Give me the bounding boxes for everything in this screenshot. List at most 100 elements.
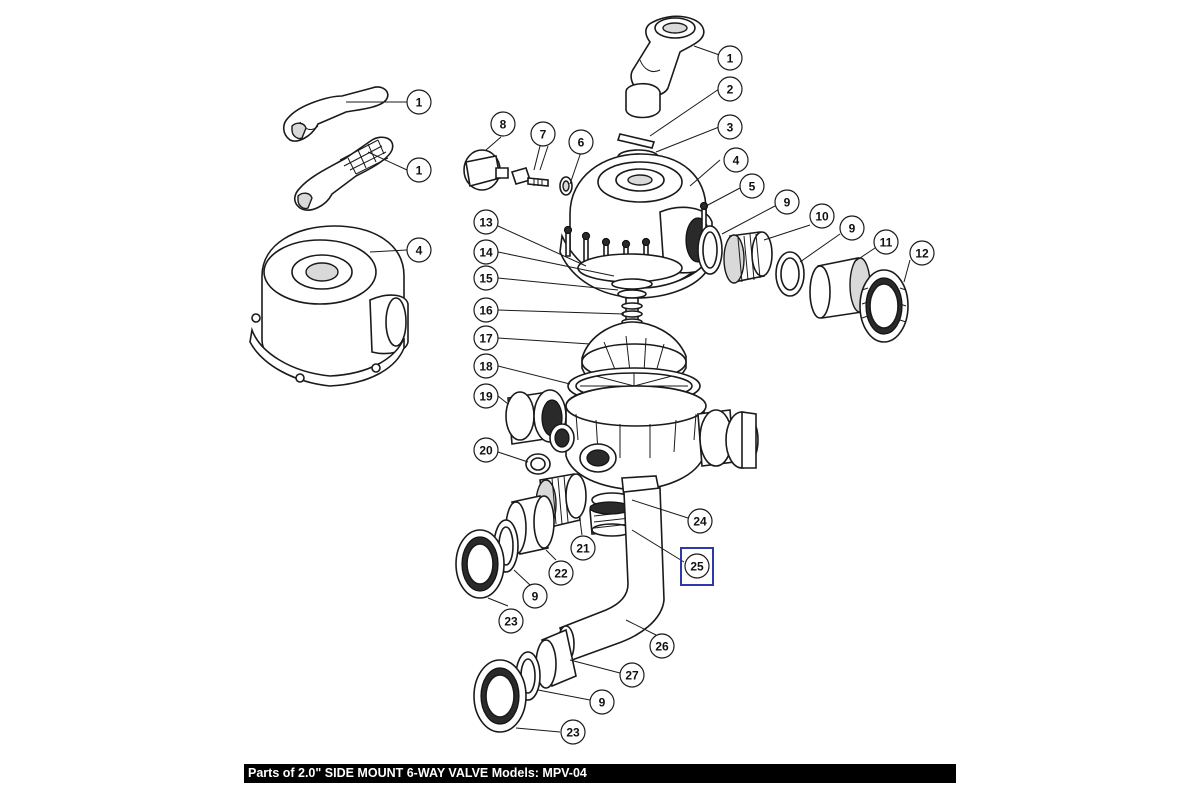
callout-c26: 26 — [649, 633, 675, 659]
callout-c1b: 1 — [406, 89, 432, 115]
callout-c25: 25 — [684, 553, 710, 579]
callout-number: 1 — [416, 164, 423, 178]
callout-c19: 19 — [473, 383, 499, 409]
callout-c24: 24 — [687, 508, 713, 534]
callout-c16: 16 — [473, 297, 499, 323]
callout-c4b: 4 — [406, 237, 432, 263]
callout-circle — [406, 237, 432, 263]
callout-number: 12 — [915, 247, 929, 261]
callout-c1c: 1 — [406, 157, 432, 183]
callout-labels: 1112344567899991011121314151617181920212… — [406, 45, 935, 745]
o-ring-part-6 — [559, 176, 573, 196]
callout-c13: 13 — [473, 209, 499, 235]
callout-number: 7 — [540, 128, 547, 142]
callout-number: 17 — [479, 332, 493, 346]
callout-c2: 2 — [717, 76, 743, 102]
callout-c9c: 9 — [522, 583, 548, 609]
callout-circle — [406, 89, 432, 115]
callout-c12: 12 — [909, 240, 935, 266]
callout-number: 22 — [554, 567, 568, 581]
callout-number: 9 — [599, 696, 606, 710]
callout-circle — [530, 121, 556, 147]
callout-number: 4 — [733, 154, 740, 168]
callout-c1a: 1 — [717, 45, 743, 71]
callout-number: 15 — [479, 272, 493, 286]
callout-circle — [473, 383, 499, 409]
callout-number: 27 — [625, 669, 639, 683]
callout-circle — [649, 633, 675, 659]
callout-circle — [839, 215, 865, 241]
handle-part-1-upper-left — [282, 86, 389, 142]
callout-number: 16 — [479, 304, 493, 318]
callout-number: 26 — [655, 640, 669, 654]
callout-circle — [873, 229, 899, 255]
pin-part-2 — [616, 133, 656, 149]
callout-number: 6 — [578, 136, 585, 150]
handle-part-1-lower-left — [293, 136, 394, 211]
o-ring-part-20 — [525, 453, 551, 475]
callout-number: 11 — [880, 236, 893, 250]
callout-c9d: 9 — [589, 689, 615, 715]
callout-c27: 27 — [619, 662, 645, 688]
callout-number: 23 — [566, 726, 580, 740]
callout-circle — [473, 265, 499, 291]
gasket-part-13 — [577, 253, 683, 283]
diagram-caption: Parts of 2.0" SIDE MOUNT 6-WAY VALVE Mod… — [248, 766, 587, 780]
handle-part-1-top-right — [625, 15, 705, 119]
callout-c23b: 23 — [560, 719, 586, 745]
callout-number: 24 — [693, 515, 707, 529]
callout-c7: 7 — [530, 121, 556, 147]
callout-c20: 20 — [473, 437, 499, 463]
gasket-part-9-upper — [697, 225, 723, 275]
callout-number: 5 — [749, 180, 756, 194]
callout-circle — [809, 203, 835, 229]
callout-circle — [473, 353, 499, 379]
callout-number: 2 — [727, 83, 734, 97]
callout-circle — [490, 111, 516, 137]
callout-number: 21 — [576, 542, 590, 556]
callout-circle — [473, 209, 499, 235]
callout-circle — [774, 189, 800, 215]
callout-number: 9 — [849, 222, 856, 236]
callout-number: 4 — [416, 244, 423, 258]
callout-number: 19 — [479, 390, 493, 404]
union-nut-part-12 — [859, 269, 909, 343]
callout-c4a: 4 — [723, 147, 749, 173]
callout-circle — [406, 157, 432, 183]
callout-number: 23 — [504, 615, 518, 629]
union-nut-part-23-bottom — [473, 659, 527, 733]
tail-pipe-part-27 — [535, 628, 577, 689]
highlight-box-part-25 — [680, 547, 714, 586]
diagram-caption-bar: Parts of 2.0" SIDE MOUNT 6-WAY VALVE Mod… — [244, 764, 956, 783]
callout-number: 1 — [416, 96, 423, 110]
callout-c14: 14 — [473, 239, 499, 265]
threaded-adapter-part-25 — [589, 501, 633, 537]
valve-cover-part-4-left — [249, 225, 409, 387]
callout-circle — [717, 76, 743, 102]
callout-number: 18 — [479, 360, 493, 374]
callout-c6: 6 — [568, 129, 594, 155]
callout-circle — [684, 553, 710, 579]
callout-circle — [909, 240, 935, 266]
callout-c5: 5 — [739, 173, 765, 199]
callout-c3: 3 — [717, 114, 743, 140]
callout-number: 9 — [784, 196, 791, 210]
callout-c8: 8 — [490, 111, 516, 137]
callout-c9b: 9 — [839, 215, 865, 241]
union-nut-part-23-upper — [455, 529, 505, 599]
callout-number: 8 — [500, 118, 507, 132]
callout-circle — [473, 325, 499, 351]
o-ring-part-15 — [617, 289, 647, 299]
callout-number: 1 — [727, 52, 734, 66]
callout-c9a: 9 — [774, 189, 800, 215]
callout-circle — [717, 45, 743, 71]
callout-circle — [717, 114, 743, 140]
o-ring-part-14 — [611, 278, 653, 290]
callout-c15: 15 — [473, 265, 499, 291]
callout-number: 10 — [815, 210, 829, 224]
callout-number: 3 — [727, 121, 734, 135]
callout-c18: 18 — [473, 353, 499, 379]
bolt-part-7 — [510, 167, 549, 187]
